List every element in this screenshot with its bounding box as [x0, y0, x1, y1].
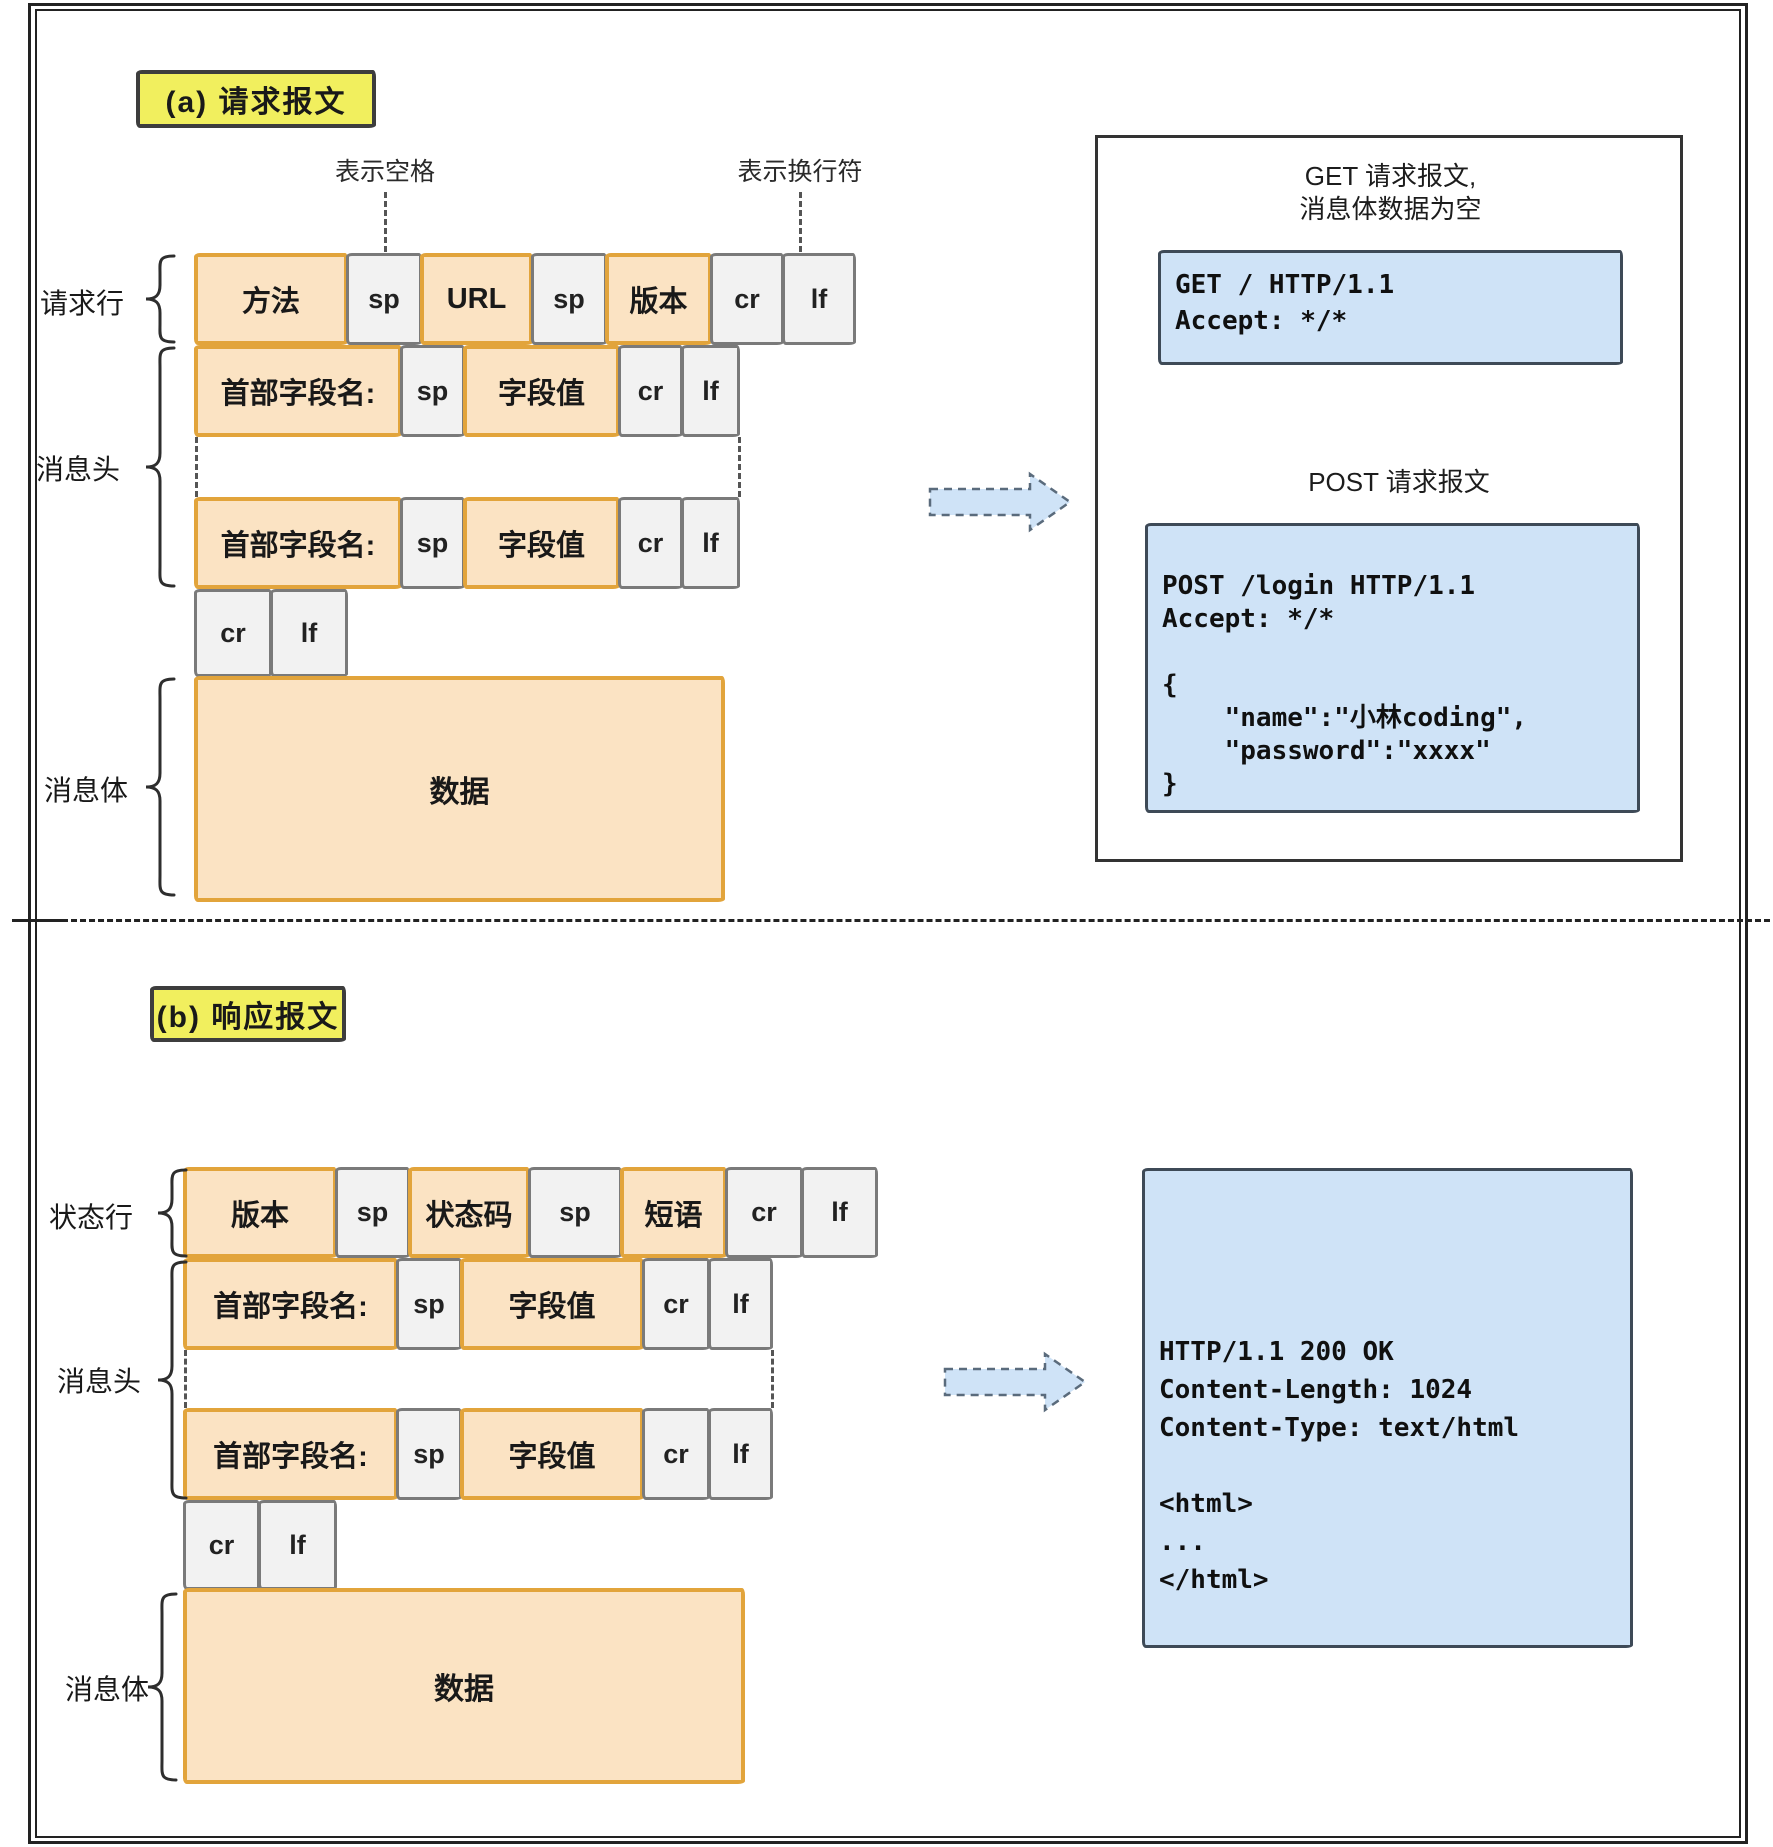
field-value-box: 字段值	[460, 1408, 644, 1500]
field-value-box: 字段值	[460, 1258, 644, 1350]
section-a-badge: (a) 请求报文	[136, 70, 376, 128]
lf-box: lf	[258, 1500, 337, 1590]
get-example-box: GET / HTTP/1.1 Accept: */*	[1158, 250, 1623, 365]
header-gap-dashed-left	[195, 437, 198, 497]
post-example-title: POST 请求报文	[1308, 467, 1490, 497]
field-value-box: 字段值	[463, 497, 620, 589]
cr-box: cr	[618, 497, 683, 589]
sp-box: sp	[396, 1408, 462, 1500]
lf-box: lf	[782, 253, 856, 345]
cr-box: cr	[194, 589, 272, 677]
header-field-name-box: 首部字段名:	[183, 1258, 398, 1350]
lf-box: lf	[708, 1408, 773, 1500]
request-body-label: 消息体	[43, 775, 128, 806]
url-box: URL	[420, 253, 533, 345]
header-field-name-box: 首部字段名:	[194, 497, 402, 589]
lf-box: lf	[681, 497, 740, 589]
hint-space-dashed-line	[384, 192, 387, 252]
sp-box: sp	[335, 1167, 410, 1258]
sp-box: sp	[396, 1258, 462, 1350]
response-example-box: HTTP/1.1 200 OK Content-Length: 1024 Con…	[1142, 1168, 1633, 1648]
post-example-box: POST /login HTTP/1.1 Accept: */* { "name…	[1145, 523, 1640, 813]
phrase-box: 短语	[620, 1167, 727, 1258]
field-value-box: 字段值	[463, 345, 620, 437]
header-gap-dashed-right	[738, 437, 741, 497]
sp-box: sp	[531, 253, 607, 345]
response-headers-label: 消息头	[56, 1366, 141, 1397]
request-headers-brace	[145, 346, 176, 588]
get-example-code: GET / HTTP/1.1 Accept: */*	[1175, 270, 1395, 336]
request-body-data-box: 数据	[194, 676, 725, 902]
hint-space-label: 表示空格	[334, 158, 435, 186]
lf-box: lf	[270, 589, 348, 677]
cr-box: cr	[642, 1408, 710, 1500]
response-example-arrow	[943, 1351, 1088, 1413]
request-line-label: 请求行	[39, 288, 124, 319]
header-gap-dashed-left	[184, 1350, 187, 1408]
header-field-name-box: 首部字段名:	[194, 345, 402, 437]
cr-box: cr	[710, 253, 784, 345]
sp-box: sp	[400, 345, 465, 437]
request-line-brace	[145, 254, 176, 344]
response-headers-brace	[157, 1260, 188, 1500]
lf-box: lf	[708, 1258, 773, 1350]
get-example-title: GET 请求报文, 消息体数据为空	[1299, 161, 1482, 224]
request-body-brace	[145, 677, 176, 897]
response-body-data-box: 数据	[183, 1588, 745, 1784]
version-box: 版本	[605, 253, 712, 345]
header-field-name-box: 首部字段名:	[183, 1408, 398, 1500]
cr-box: cr	[725, 1167, 803, 1258]
request-example-arrow	[928, 471, 1073, 533]
lf-box: lf	[681, 345, 740, 437]
cr-box: cr	[183, 1500, 260, 1590]
status-code-box: 状态码	[408, 1167, 530, 1258]
divider-solid-segment	[12, 919, 62, 922]
hint-newline-label: 表示换行符	[737, 158, 863, 186]
sp-box: sp	[400, 497, 465, 589]
sp-box: sp	[346, 253, 422, 345]
response-body-brace	[147, 1592, 178, 1782]
lf-box: lf	[801, 1167, 878, 1258]
response-example-code: HTTP/1.1 200 OK Content-Length: 1024 Con…	[1159, 1337, 1520, 1595]
section-b-badge: (b) 响应报文	[150, 986, 346, 1042]
hint-newline-dashed-line	[799, 192, 802, 252]
status-line-brace	[157, 1168, 188, 1258]
sp-box: sp	[528, 1167, 622, 1258]
response-body-label: 消息体	[64, 1674, 149, 1705]
method-box: 方法	[194, 253, 348, 345]
status-line-label: 状态行	[48, 1202, 133, 1233]
cr-box: cr	[642, 1258, 710, 1350]
version-box: 版本	[183, 1167, 337, 1258]
post-example-code: POST /login HTTP/1.1 Accept: */* { "name…	[1162, 571, 1528, 799]
header-gap-dashed-right	[771, 1350, 774, 1408]
cr-box: cr	[618, 345, 683, 437]
request-headers-label: 消息头	[35, 454, 120, 485]
request-examples-panel	[1095, 135, 1683, 862]
section-divider-dashed-line	[62, 919, 1770, 922]
